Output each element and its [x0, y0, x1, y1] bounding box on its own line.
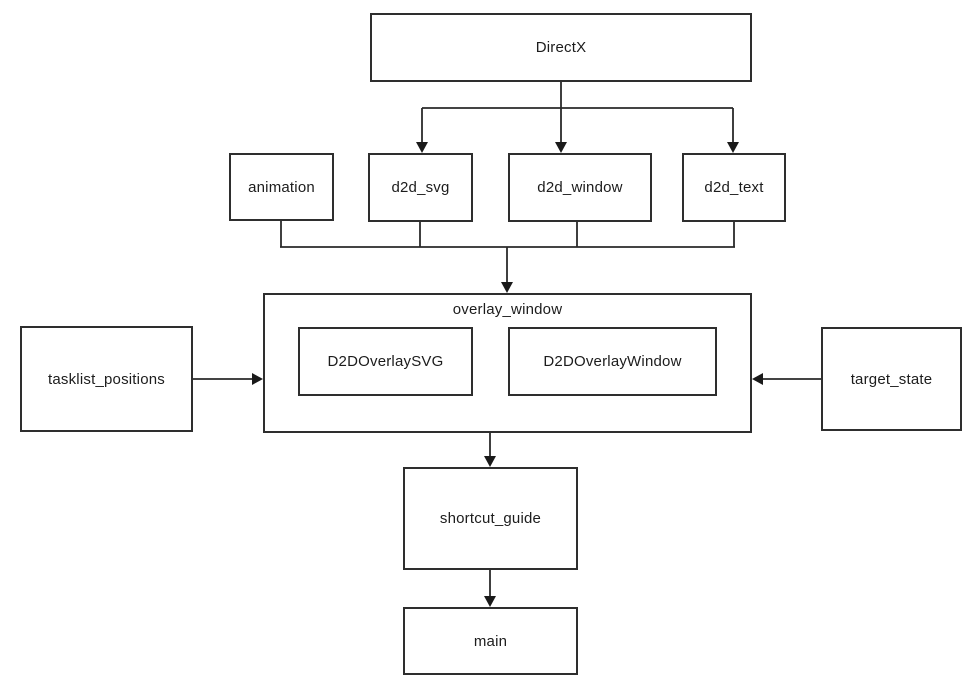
arrowhead-right-icon — [252, 373, 263, 385]
arrowhead-down-icon — [416, 142, 428, 153]
arrowhead-left-icon — [752, 373, 763, 385]
arrowhead-down-icon — [484, 456, 496, 467]
node-d2d-window: d2d_window — [508, 153, 652, 222]
node-target-state: target_state — [821, 327, 962, 431]
node-animation: animation — [229, 153, 334, 221]
overlay-window-label: overlay_window — [452, 301, 563, 318]
edge-directx-fanout — [416, 82, 739, 153]
node-d2d-text: d2d_text — [682, 153, 786, 222]
node-directx: DirectX — [370, 13, 752, 82]
arrowhead-down-icon — [727, 142, 739, 153]
arrowhead-down-icon — [501, 282, 513, 293]
edge-target-state-to-overlay-window — [752, 373, 821, 385]
arrowhead-down-icon — [555, 142, 567, 153]
arrowhead-down-icon — [484, 596, 496, 607]
edge-overlay-window-to-shortcut-guide — [484, 433, 496, 467]
edge-tasklist-positions-to-overlay-window — [193, 373, 263, 385]
node-main: main — [403, 607, 578, 675]
node-d2d-svg: d2d_svg — [368, 153, 473, 222]
edge-merge-bus-to-overlay-window — [280, 221, 735, 293]
node-d2d-overlay-window: D2DOverlayWindow — [508, 327, 717, 396]
node-d2d-overlay-svg: D2DOverlaySVG — [298, 327, 473, 396]
edge-shortcut-guide-to-main — [484, 570, 496, 607]
node-tasklist-positions: tasklist_positions — [20, 326, 193, 432]
node-shortcut-guide: shortcut_guide — [403, 467, 578, 570]
